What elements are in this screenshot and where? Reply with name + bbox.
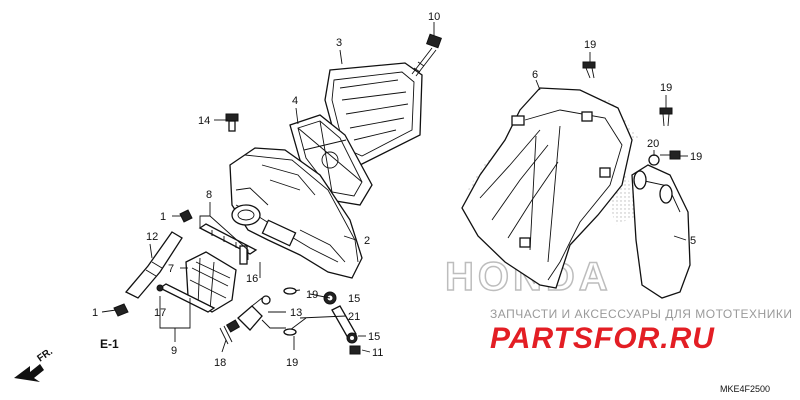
callout-10: 10	[428, 11, 440, 23]
screw-19-right-lower	[660, 150, 681, 160]
callout-9: 9	[171, 345, 177, 357]
side-panel	[631, 164, 691, 299]
front-arrow: FR.	[14, 346, 55, 382]
screw-19-top-center	[582, 61, 596, 79]
callout-4: 4	[292, 95, 298, 107]
callout-19-right-upper: 19	[660, 82, 672, 94]
washer-20	[648, 154, 660, 166]
callout-8: 8	[206, 189, 212, 201]
callout-numbers: 10 3 4 14 2 19 6 19 20 19 5 1 8 12 7 16 …	[92, 11, 702, 369]
callout-1-lower: 1	[92, 307, 98, 319]
callout-15-upper: 15	[348, 293, 360, 305]
callout-7: 7	[168, 263, 174, 275]
callout-5: 5	[690, 235, 696, 247]
callout-20: 20	[647, 138, 659, 150]
drain-plug	[237, 295, 271, 331]
clip-lower	[113, 303, 129, 317]
air-filter-element	[324, 62, 423, 166]
breather-tube	[124, 231, 183, 299]
callout-12: 12	[146, 231, 158, 243]
callout-19-case: 19	[306, 289, 318, 301]
callout-16: 16	[246, 273, 258, 285]
callout-17: 17	[154, 307, 166, 319]
connecting-boot	[185, 251, 237, 313]
callout-14: 14	[198, 115, 210, 127]
screw-19-right-upper	[659, 107, 673, 127]
screw-19-bottom	[283, 317, 307, 336]
screw-19-case	[283, 287, 301, 295]
screw-18	[219, 319, 241, 345]
nut-11	[349, 345, 361, 355]
shop-logo: PARTSFOR.RU	[490, 322, 715, 355]
collar-21	[331, 305, 357, 339]
bolt-10	[411, 33, 442, 77]
clip-upper	[179, 209, 193, 223]
grommet-15-lower	[346, 332, 358, 344]
callout-6: 6	[532, 69, 538, 81]
shop-caption: ЗАПЧАСТИ И АКСЕССУАРЫ ДЛЯ МОТОТЕХНИКИ	[490, 307, 792, 321]
callout-18: 18	[214, 357, 226, 369]
callout-13: 13	[290, 307, 302, 319]
leader-lines	[101, 22, 688, 353]
callout-19-bottom: 19	[286, 357, 298, 369]
group-reference: E-1	[100, 337, 119, 351]
air-cleaner-case	[229, 147, 363, 279]
callout-21: 21	[348, 311, 360, 323]
callout-19-right-lower: 19	[690, 151, 702, 163]
callout-11: 11	[372, 347, 383, 359]
band-17	[156, 283, 216, 313]
diagram-code: MKE4F2500	[720, 384, 770, 394]
side-cover	[461, 87, 633, 289]
callout-15-lower: 15	[368, 331, 380, 343]
bolt-14	[225, 113, 239, 132]
callout-2: 2	[364, 235, 370, 247]
front-label: FR.	[35, 346, 55, 364]
callout-1-upper: 1	[160, 211, 166, 223]
callout-3: 3	[336, 37, 342, 49]
callout-19-top: 19	[584, 39, 596, 51]
